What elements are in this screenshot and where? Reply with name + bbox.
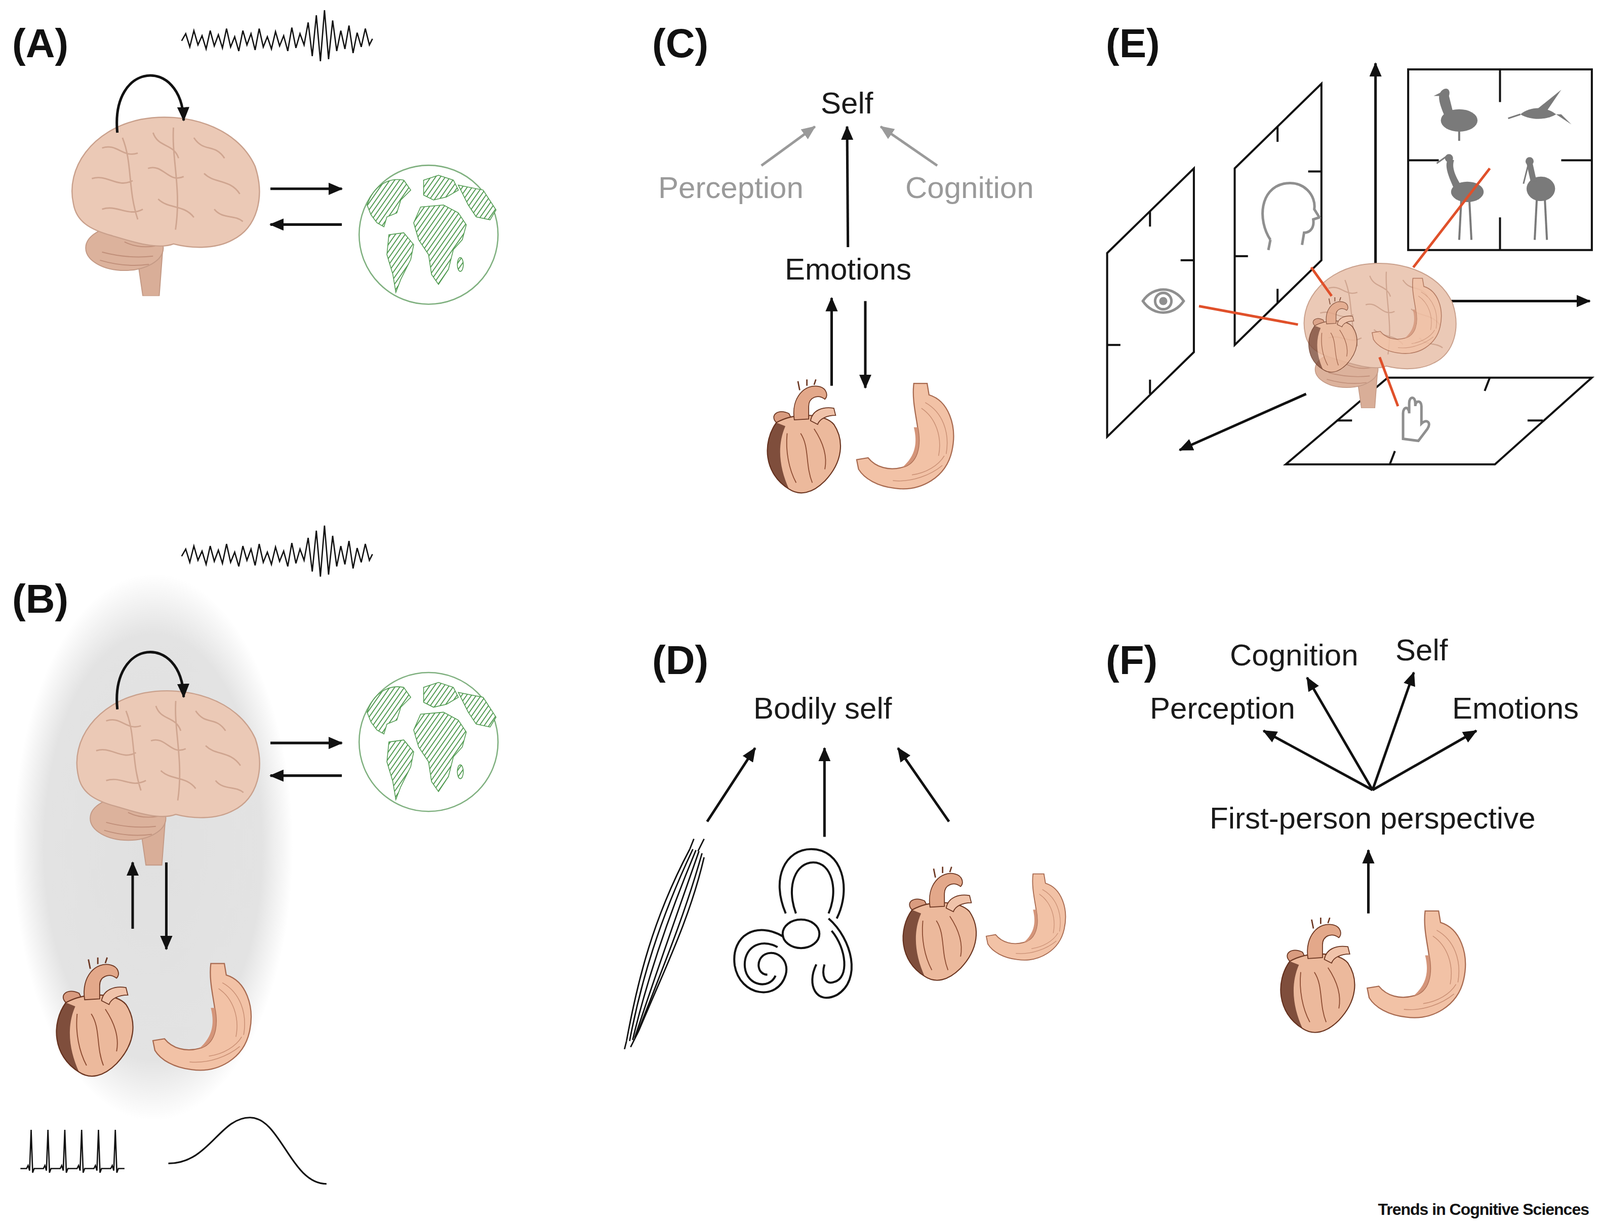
concept-text: Perception [658, 169, 804, 207]
panel-letter: (C) [652, 23, 709, 64]
concept-label: First-person perspective [1206, 800, 1539, 837]
concept-text: Cognition [905, 169, 1034, 207]
arrow-connector [847, 126, 849, 248]
concept-label: Self [1392, 631, 1451, 669]
concept-text: First-person perspective [1209, 800, 1536, 837]
concept-label: Emotions [1449, 690, 1582, 727]
panel-letter: (A) [12, 23, 69, 64]
journal-watermark: Trends in Cognitive Sciences [1377, 1199, 1589, 1219]
concept-text: Perception [1149, 690, 1296, 727]
arrow-connector [1372, 730, 1477, 790]
concept-label: Cognition [902, 169, 1037, 207]
panel-letter: (F) [1105, 640, 1158, 681]
concept-label: Cognition [1226, 636, 1362, 674]
concept-text: Emotions [1452, 690, 1579, 727]
concept-label: Bodily self [750, 690, 895, 727]
arrow-connector [1372, 672, 1414, 790]
concept-text: Self [820, 85, 873, 122]
arrow-connector [761, 126, 816, 166]
panel-letter: (D) [652, 640, 709, 681]
concept-text: Emotions [784, 251, 912, 288]
concept-label: Perception [1146, 690, 1299, 727]
concept-text: Bodily self [753, 690, 892, 727]
concept-text: Cognition [1229, 636, 1359, 674]
concept-text: Self [1395, 631, 1448, 669]
panel-letter: (B) [12, 578, 69, 620]
concept-label: Self [817, 85, 876, 122]
arrow-connector [880, 126, 938, 166]
panel-letter: (E) [1105, 23, 1160, 64]
arrow-connector [1306, 677, 1373, 790]
concept-label: Emotions [781, 251, 915, 288]
concept-label: Perception [655, 169, 807, 207]
